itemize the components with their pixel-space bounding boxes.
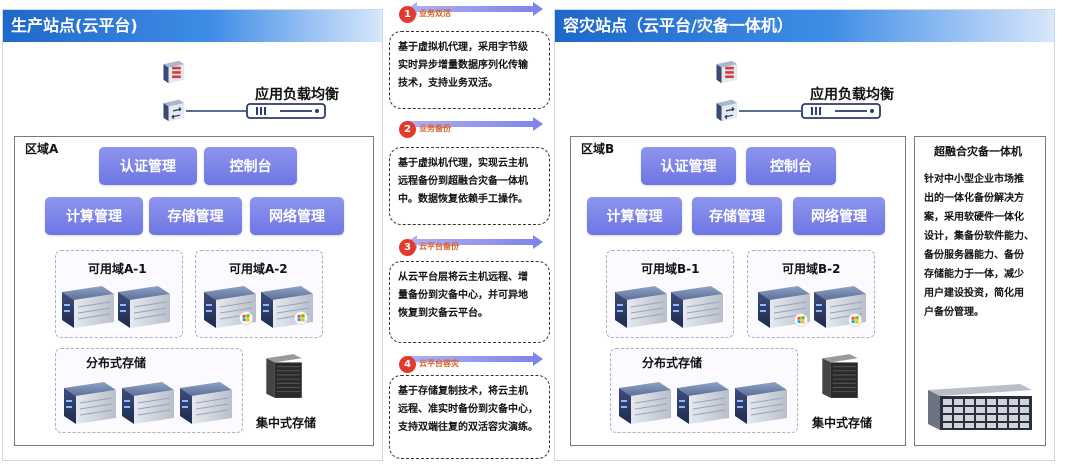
console-node: 控制台 [746, 147, 836, 185]
lb-connector [186, 110, 246, 112]
flow-1-description: 基于虚拟机代理，采用字节级 实时异步增量数据序列化传输 技术，支持业务双活。 [389, 31, 550, 109]
flow-2-arrow [407, 117, 543, 131]
hci-line-3: 案，采用软硬件一体化 [924, 212, 1024, 223]
flow-2-line-2: 远程备份到超融合灾备一体机 [398, 176, 528, 187]
console-node: 控制台 [204, 147, 297, 185]
flow-2-tag: 业务备份 [419, 124, 451, 133]
network-management-node: 网络管理 [793, 197, 885, 235]
server-icon [117, 285, 171, 329]
flow-1-line-3: 技术，支持业务双活。 [398, 78, 498, 89]
flow-1-arrow [407, 2, 543, 16]
hci-line-5: 备份服务器能力、备份 [924, 250, 1024, 261]
windows-icon [848, 313, 862, 327]
flow-2-line-1: 基于虚拟机代理，实现云主机 [398, 158, 528, 169]
compute-management-node: 计算管理 [587, 197, 682, 235]
network-management-node: 网络管理 [250, 197, 344, 235]
availability-zone-a1-title: 可用域A-1 [88, 262, 147, 276]
flow-2-number: 2 [399, 121, 416, 138]
flow-3-description: 从云平台层将云主机远程、增 量备份到灾备中心，并可异地 恢复到灾备云平台。 [389, 261, 550, 343]
hci-line-1: 针对中小型企业市场推 [924, 174, 1024, 185]
hci-line-7: 用户建设投资，简化用 [924, 288, 1024, 299]
storage-array-icon [265, 353, 303, 399]
lb-connector [739, 110, 801, 112]
dr-site-title: 容灾站点（云平台/灾备一体机） [555, 10, 1054, 42]
flow-3-line-1: 从云平台层将云主机远程、增 [398, 272, 528, 283]
firewall-icon [716, 60, 738, 84]
load-balancer-label: 应用负载均衡 [810, 87, 894, 103]
flow-1-line-2: 实时异步增量数据序列化传输 [398, 60, 528, 71]
flow-1-line-1: 基于虚拟机代理，采用字节级 [398, 42, 528, 53]
region-b-title: 区域B [581, 142, 615, 156]
distributed-storage-title: 分布式存储 [86, 356, 147, 370]
storage-management-node: 存储管理 [692, 197, 782, 235]
availability-zone-a2-title: 可用域A-2 [229, 262, 288, 276]
server-icon [676, 381, 730, 425]
server-icon [614, 285, 668, 329]
windows-icon [239, 311, 253, 325]
availability-zone-b2-title: 可用域B-2 [782, 262, 841, 276]
flow-2-description: 基于虚拟机代理，实现云主机 远程备份到超融合灾备一体机 中。数据恢复依赖手工操作… [389, 147, 550, 225]
hci-description: 针对中小型企业市场推 出的一体化备份解决方 案，采用软硬件一体化 设计，集备份软… [924, 170, 1034, 322]
hci-appliance-icon [928, 384, 1032, 430]
flow-3-arrow [407, 235, 543, 249]
production-site-title: 生产站点(云平台) [3, 10, 382, 42]
flow-1-number: 1 [399, 6, 416, 23]
load-balancer-icon [801, 103, 881, 119]
windows-icon [294, 311, 308, 325]
compute-management-node: 计算管理 [45, 197, 143, 235]
router-icon [162, 98, 186, 123]
hci-line-4: 设计，集备份软件能力、 [924, 231, 1034, 242]
flow-3-line-3: 恢复到灾备云平台。 [398, 308, 488, 319]
flow-4-line-1: 基于存储复制技术，将云主机 [398, 386, 528, 397]
distributed-storage-title: 分布式存储 [642, 356, 703, 370]
windows-icon [794, 313, 808, 327]
central-storage-label: 集中式存储 [812, 416, 873, 430]
flow-4-tag: 云平台容灾 [419, 359, 459, 368]
server-icon [121, 381, 175, 425]
load-balancer-label: 应用负载均衡 [255, 87, 339, 103]
hci-line-8: 户备份管理。 [924, 307, 984, 318]
flow-4-line-3: 支持双端往复的双活容灾演练。 [398, 422, 538, 433]
hci-title: 超融合灾备一体机 [934, 145, 1022, 158]
flow-4-line-2: 远程、准实时备份到灾备中心， [398, 404, 538, 415]
region-a-title: 区域A [25, 142, 59, 156]
flow-4-arrow [407, 352, 543, 366]
hci-line-2: 出的一体化备份解决方 [924, 193, 1024, 204]
auth-management-node: 认证管理 [99, 147, 197, 185]
server-icon [734, 381, 788, 425]
storage-management-node: 存储管理 [149, 197, 242, 235]
flow-3-number: 3 [399, 239, 416, 256]
flow-3-line-2: 量备份到灾备中心，并可异地 [398, 290, 528, 301]
server-icon [63, 381, 117, 425]
server-icon [179, 381, 233, 425]
storage-array-icon [821, 353, 859, 399]
server-icon [618, 381, 672, 425]
server-icon [61, 285, 115, 329]
hci-line-6: 存储能力于一体，减少 [924, 269, 1024, 280]
router-icon [715, 98, 739, 123]
load-balancer-icon [246, 103, 326, 119]
flow-2-line-3: 中。数据恢复依赖手工操作。 [398, 194, 528, 205]
availability-zone-b1-title: 可用域B-1 [641, 262, 700, 276]
flow-1-tag: 业务双活 [419, 9, 451, 18]
server-icon [670, 285, 724, 329]
flow-4-description: 基于存储复制技术，将云主机 远程、准实时备份到灾备中心， 支持双端往复的双活容灾… [389, 375, 550, 459]
central-storage-label: 集中式存储 [256, 416, 317, 430]
flow-3-tag: 云平台备份 [419, 242, 459, 251]
flow-4-number: 4 [399, 356, 416, 373]
auth-management-node: 认证管理 [641, 147, 736, 185]
firewall-icon [163, 60, 185, 84]
